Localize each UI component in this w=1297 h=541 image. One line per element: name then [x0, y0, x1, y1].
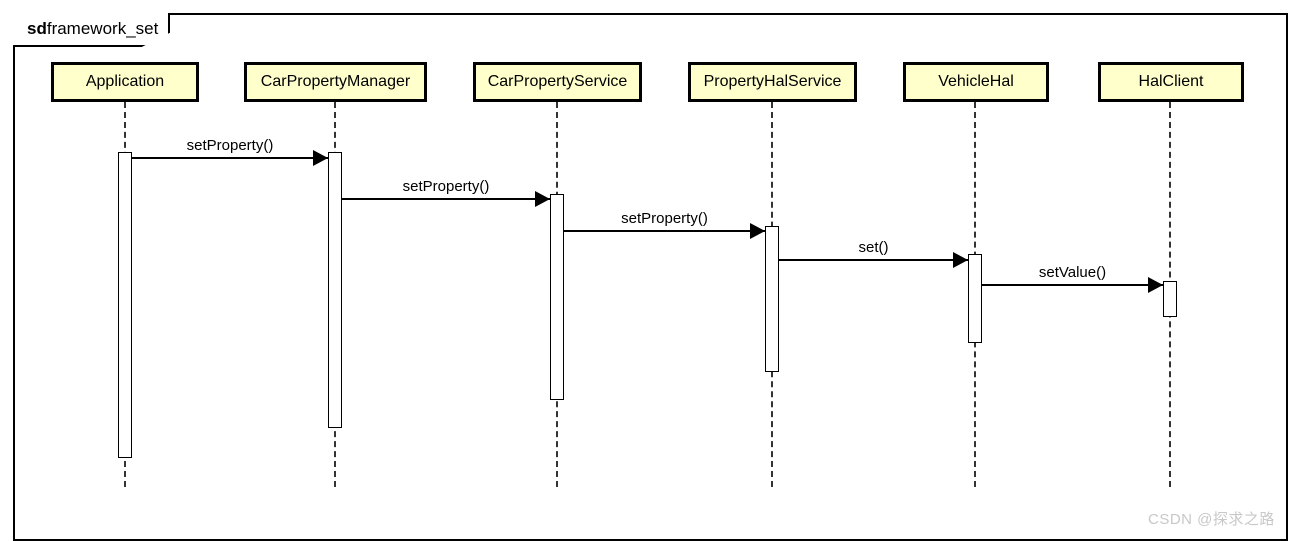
participant-label: CarPropertyManager	[260, 73, 411, 90]
message-arrowhead-icon	[750, 223, 765, 239]
message-arrowhead-icon	[535, 191, 550, 207]
message-label: setProperty()	[621, 210, 708, 227]
participant-box[interactable]: VehicleHal	[903, 62, 1049, 102]
participant-box[interactable]: PropertyHalService	[688, 62, 857, 102]
message-line	[982, 284, 1163, 286]
participant-label: VehicleHal	[938, 73, 1014, 90]
message-arrowhead-icon	[1148, 277, 1163, 293]
message-label: set()	[858, 239, 889, 256]
activation-bar[interactable]	[1163, 281, 1177, 317]
participant-box[interactable]: CarPropertyService	[473, 62, 642, 102]
activation-bar[interactable]	[550, 194, 564, 400]
participant-label: HalClient	[1138, 73, 1204, 90]
message-label: setValue()	[1038, 264, 1107, 281]
message-label: setProperty()	[186, 137, 274, 154]
activation-bar[interactable]	[968, 254, 982, 343]
message-line	[342, 198, 550, 200]
message-line	[132, 157, 328, 159]
participant-box[interactable]: Application	[51, 62, 199, 102]
activation-bar[interactable]	[328, 152, 342, 428]
frame-keyword: sd	[27, 19, 47, 38]
message-arrowhead-icon	[313, 150, 328, 166]
participant-box[interactable]: CarPropertyManager	[244, 62, 427, 102]
activation-bar[interactable]	[118, 152, 132, 458]
message-label: setProperty()	[402, 178, 490, 195]
frame-name: framework_set	[46, 19, 159, 38]
message-arrowhead-icon	[953, 252, 968, 268]
participant-label: PropertyHalService	[703, 73, 842, 90]
participant-label: Application	[85, 73, 165, 90]
participant-label: CarPropertyService	[487, 73, 628, 90]
message-line	[779, 259, 968, 261]
activation-bar[interactable]	[765, 226, 779, 372]
watermark: CSDN @探求之路	[1148, 511, 1275, 528]
participant-box[interactable]: HalClient	[1098, 62, 1244, 102]
message-line	[564, 230, 765, 232]
